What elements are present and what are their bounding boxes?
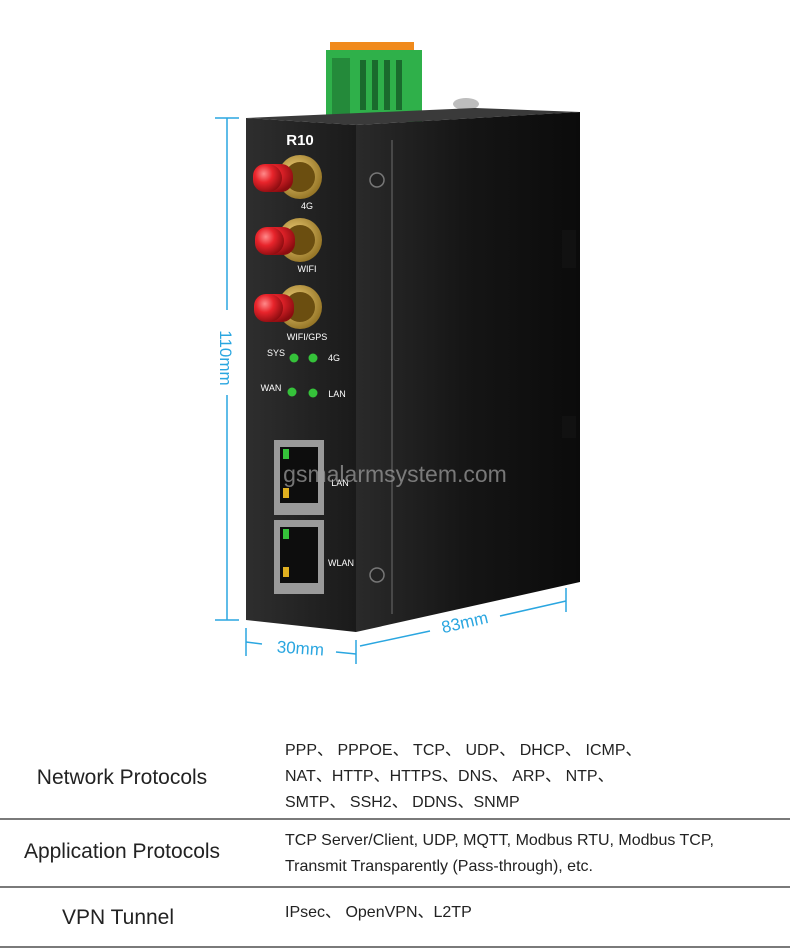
- spec-value-line: IPsec、 OpenVPN、L2TP: [285, 904, 472, 921]
- antenna-wifi: [255, 218, 322, 262]
- led-label-lan: LAN: [328, 389, 346, 399]
- screw-icon: [369, 172, 385, 188]
- row-divider: [0, 886, 790, 888]
- spec-label: VPN Tunnel: [61, 906, 175, 929]
- antenna-label-wifi: WIFI: [298, 264, 317, 274]
- antenna-label-4g: 4G: [301, 201, 313, 211]
- spec-value: TCP Server/Client, UDP, MQTT, Modbus RTU…: [285, 828, 785, 880]
- led-wan-icon: [287, 387, 297, 397]
- antenna-label-wifi-gps: WIFI/GPS: [287, 332, 328, 342]
- spec-label: Network Protocols: [36, 766, 208, 789]
- port-label-lan: LAN: [331, 478, 349, 488]
- model-label: R10: [286, 132, 314, 149]
- led-label-4g: 4G: [328, 353, 340, 363]
- screw-icon: [369, 567, 385, 583]
- ethernet-port-wlan: [274, 520, 324, 594]
- row-divider: [0, 818, 790, 820]
- led-sys-icon: [289, 353, 299, 363]
- height-dimension-line: [215, 117, 239, 621]
- router-illustration: R10 4G WIFI WIFI/GPS SYS 4G WAN: [215, 42, 580, 664]
- antenna-4g: [253, 155, 322, 199]
- port-label-wlan: WLAN: [328, 558, 354, 568]
- led-lan-icon: [308, 388, 318, 398]
- led-label-sys: SYS: [267, 348, 285, 358]
- width-dimension-line: [245, 628, 357, 664]
- spec-value-line: NAT、HTTP、HTTPS、DNS、 ARP、 NTP、: [285, 768, 614, 785]
- ethernet-port-lan: [274, 440, 324, 515]
- spec-value: PPP、 PPPOE、 TCP、 UDP、 DHCP、 ICMP、 NAT、HT…: [285, 738, 785, 816]
- led-label-wan: WAN: [261, 383, 282, 393]
- spec-value-line: TCP Server/Client, UDP, MQTT, Modbus RTU…: [285, 832, 714, 849]
- spec-label: Application Protocols: [23, 840, 221, 863]
- width-dimension-label: 30mm: [276, 637, 324, 659]
- height-dimension-label: 110mm: [216, 330, 235, 385]
- led-4g-icon: [308, 353, 318, 363]
- spec-value-line: SMTP、 SSH2、 DDNS、SNMP: [285, 794, 520, 811]
- router-side-panel: [356, 112, 580, 632]
- terminal-block: [326, 42, 422, 122]
- watermark-text: gsmalarmsystem.com: [283, 461, 507, 487]
- depth-dimension-line: [359, 588, 567, 647]
- spec-value: IPsec、 OpenVPN、L2TP: [285, 900, 785, 926]
- product-figure: R10 4G WIFI WIFI/GPS SYS 4G WAN: [215, 42, 580, 664]
- spec-value-line: PPP、 PPPOE、 TCP、 UDP、 DHCP、 ICMP、: [285, 742, 642, 759]
- row-divider: [0, 946, 790, 948]
- spec-value-line: Transmit Transparently (Pass-through), e…: [285, 858, 593, 875]
- depth-dimension-label: 83mm: [440, 608, 490, 637]
- antenna-wifi-gps: [254, 285, 322, 329]
- screw-icon: [453, 98, 479, 110]
